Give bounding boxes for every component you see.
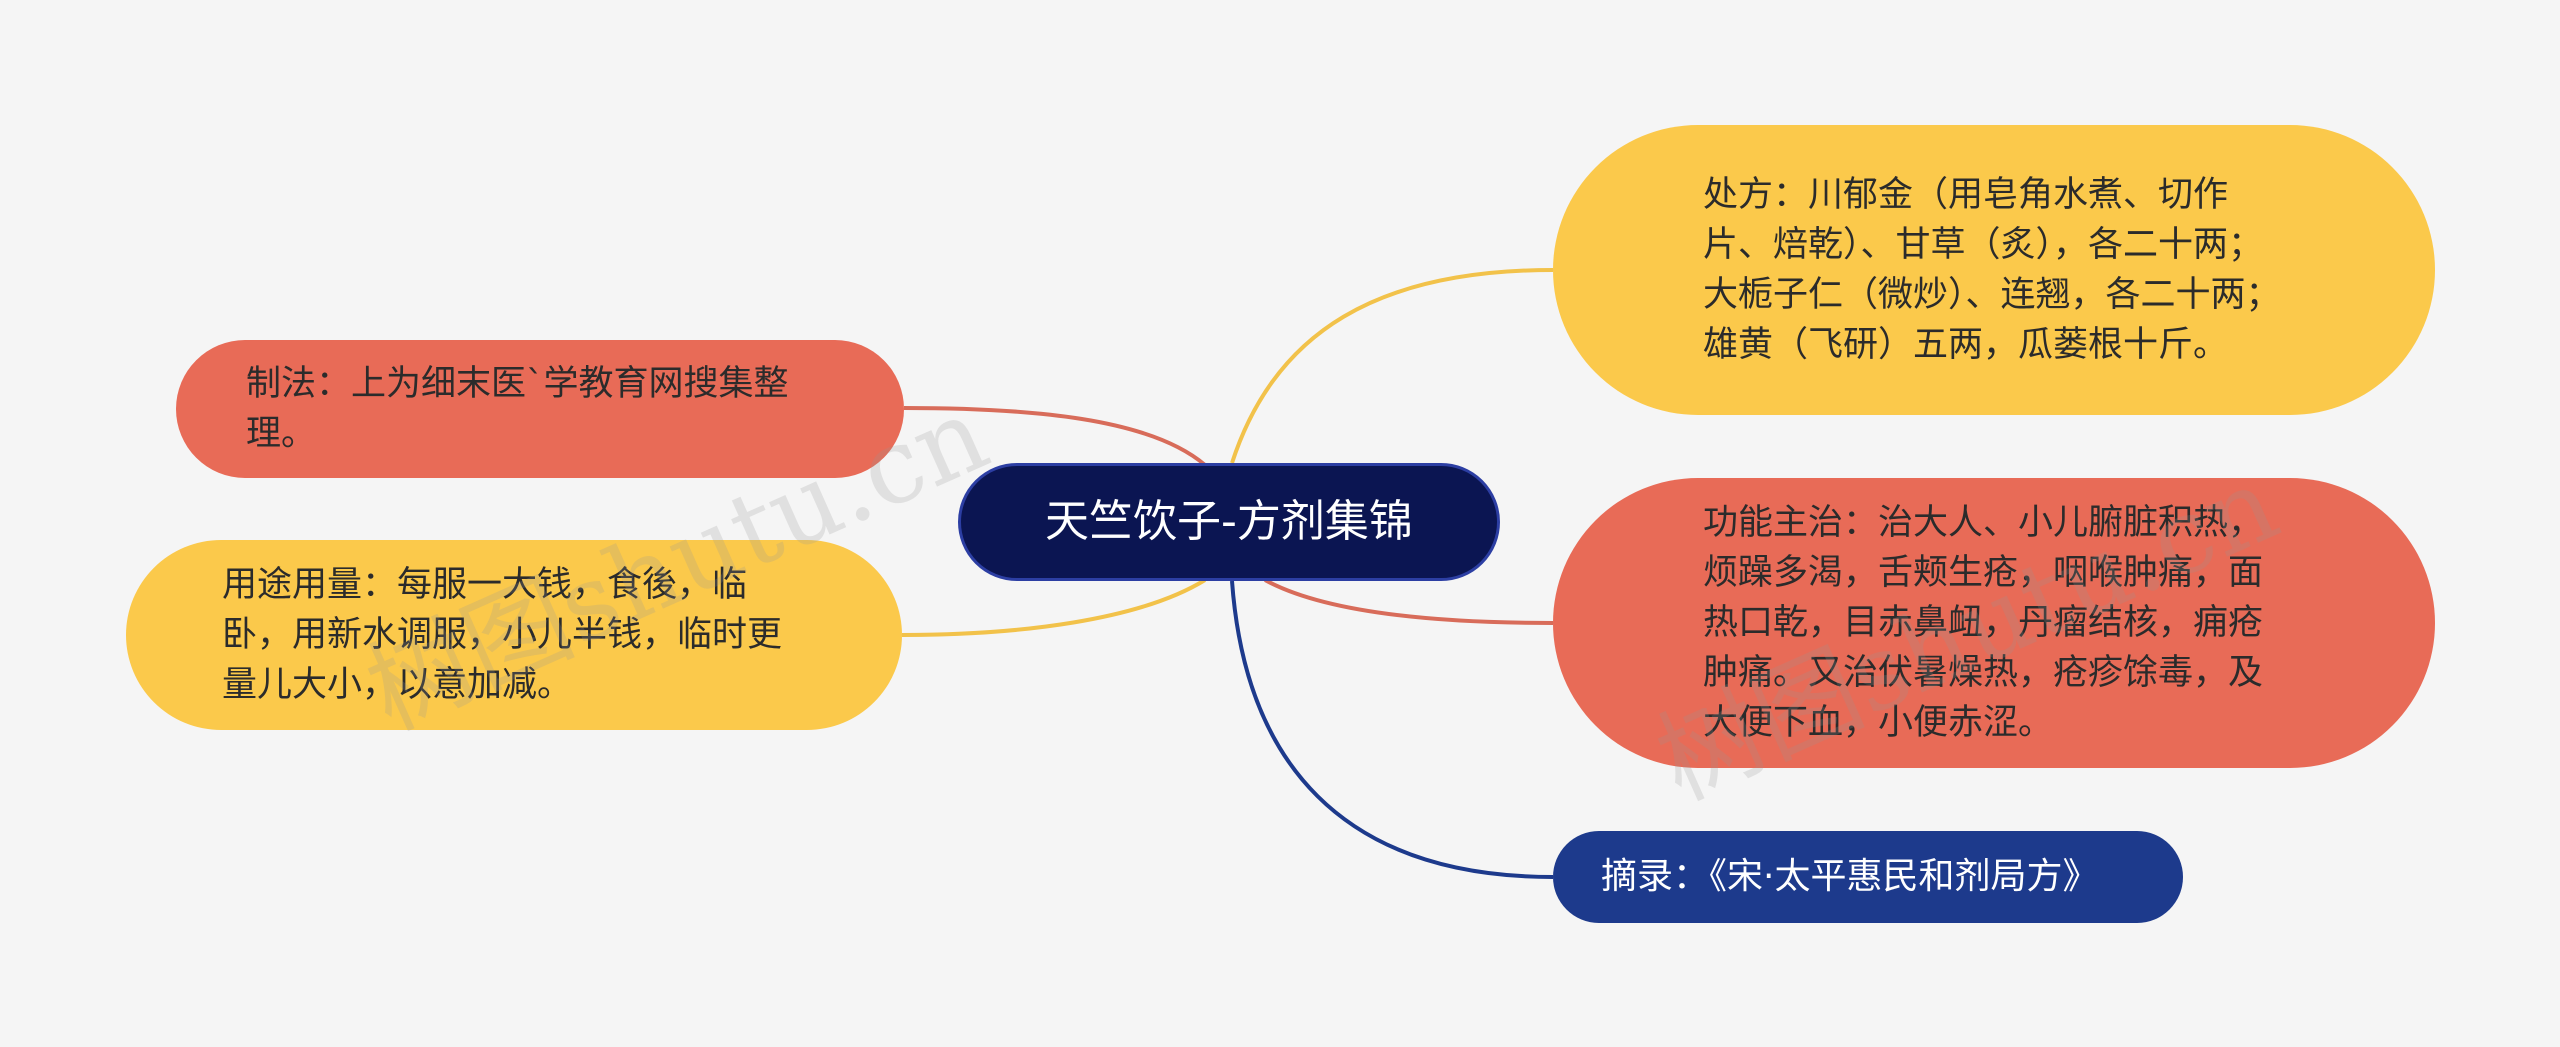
connector-zhifa [903,406,1207,467]
branch-zhifa[interactable]: 制法：上为细末医`学教育网搜集整理。 [176,340,904,478]
connector-chufang [1230,268,1554,464]
branch-zhifa-text: 制法：上为细末医`学教育网搜集整理。 [246,364,789,454]
branch-zhailu[interactable]: 摘录：《宋·太平惠民和剂局方》 [1553,831,2183,923]
branch-zhailu-text: 摘录：《宋·太平惠民和剂局方》 [1601,856,2099,897]
connector-gongneng [1264,578,1554,625]
connector-zhailu [1230,580,1554,879]
branch-gongneng-text: 功能主治：治大人、小儿腑脏积热，烦躁多渴，舌颊生疮，咽喉肿痛，面热口乾，目赤鼻衄… [1703,503,2264,743]
branch-yongtu-text: 用途用量：每服一大钱，食後，临卧，用新水调服，小儿半钱，临时更量儿大小，以意加减… [222,565,783,705]
central-topic[interactable]: 天竺饮子-方剂集锦 [958,463,1500,581]
branch-yongtu[interactable]: 用途用量：每服一大钱，食後，临卧，用新水调服，小儿半钱，临时更量儿大小，以意加减… [126,540,902,730]
central-topic-label: 天竺饮子-方剂集锦 [1045,496,1413,547]
branch-chufang-text: 处方：川郁金（用皂角水煮、切作片、焙乾）、甘草（炙），各二十两；大栀子仁（微炒）… [1703,175,2281,365]
connector-yongtu [901,578,1207,637]
branch-gongneng[interactable]: 功能主治：治大人、小儿腑脏积热，烦躁多渴，舌颊生疮，咽喉肿痛，面热口乾，目赤鼻衄… [1553,478,2435,768]
branch-chufang[interactable]: 处方：川郁金（用皂角水煮、切作片、焙乾）、甘草（炙），各二十两；大栀子仁（微炒）… [1553,125,2435,415]
